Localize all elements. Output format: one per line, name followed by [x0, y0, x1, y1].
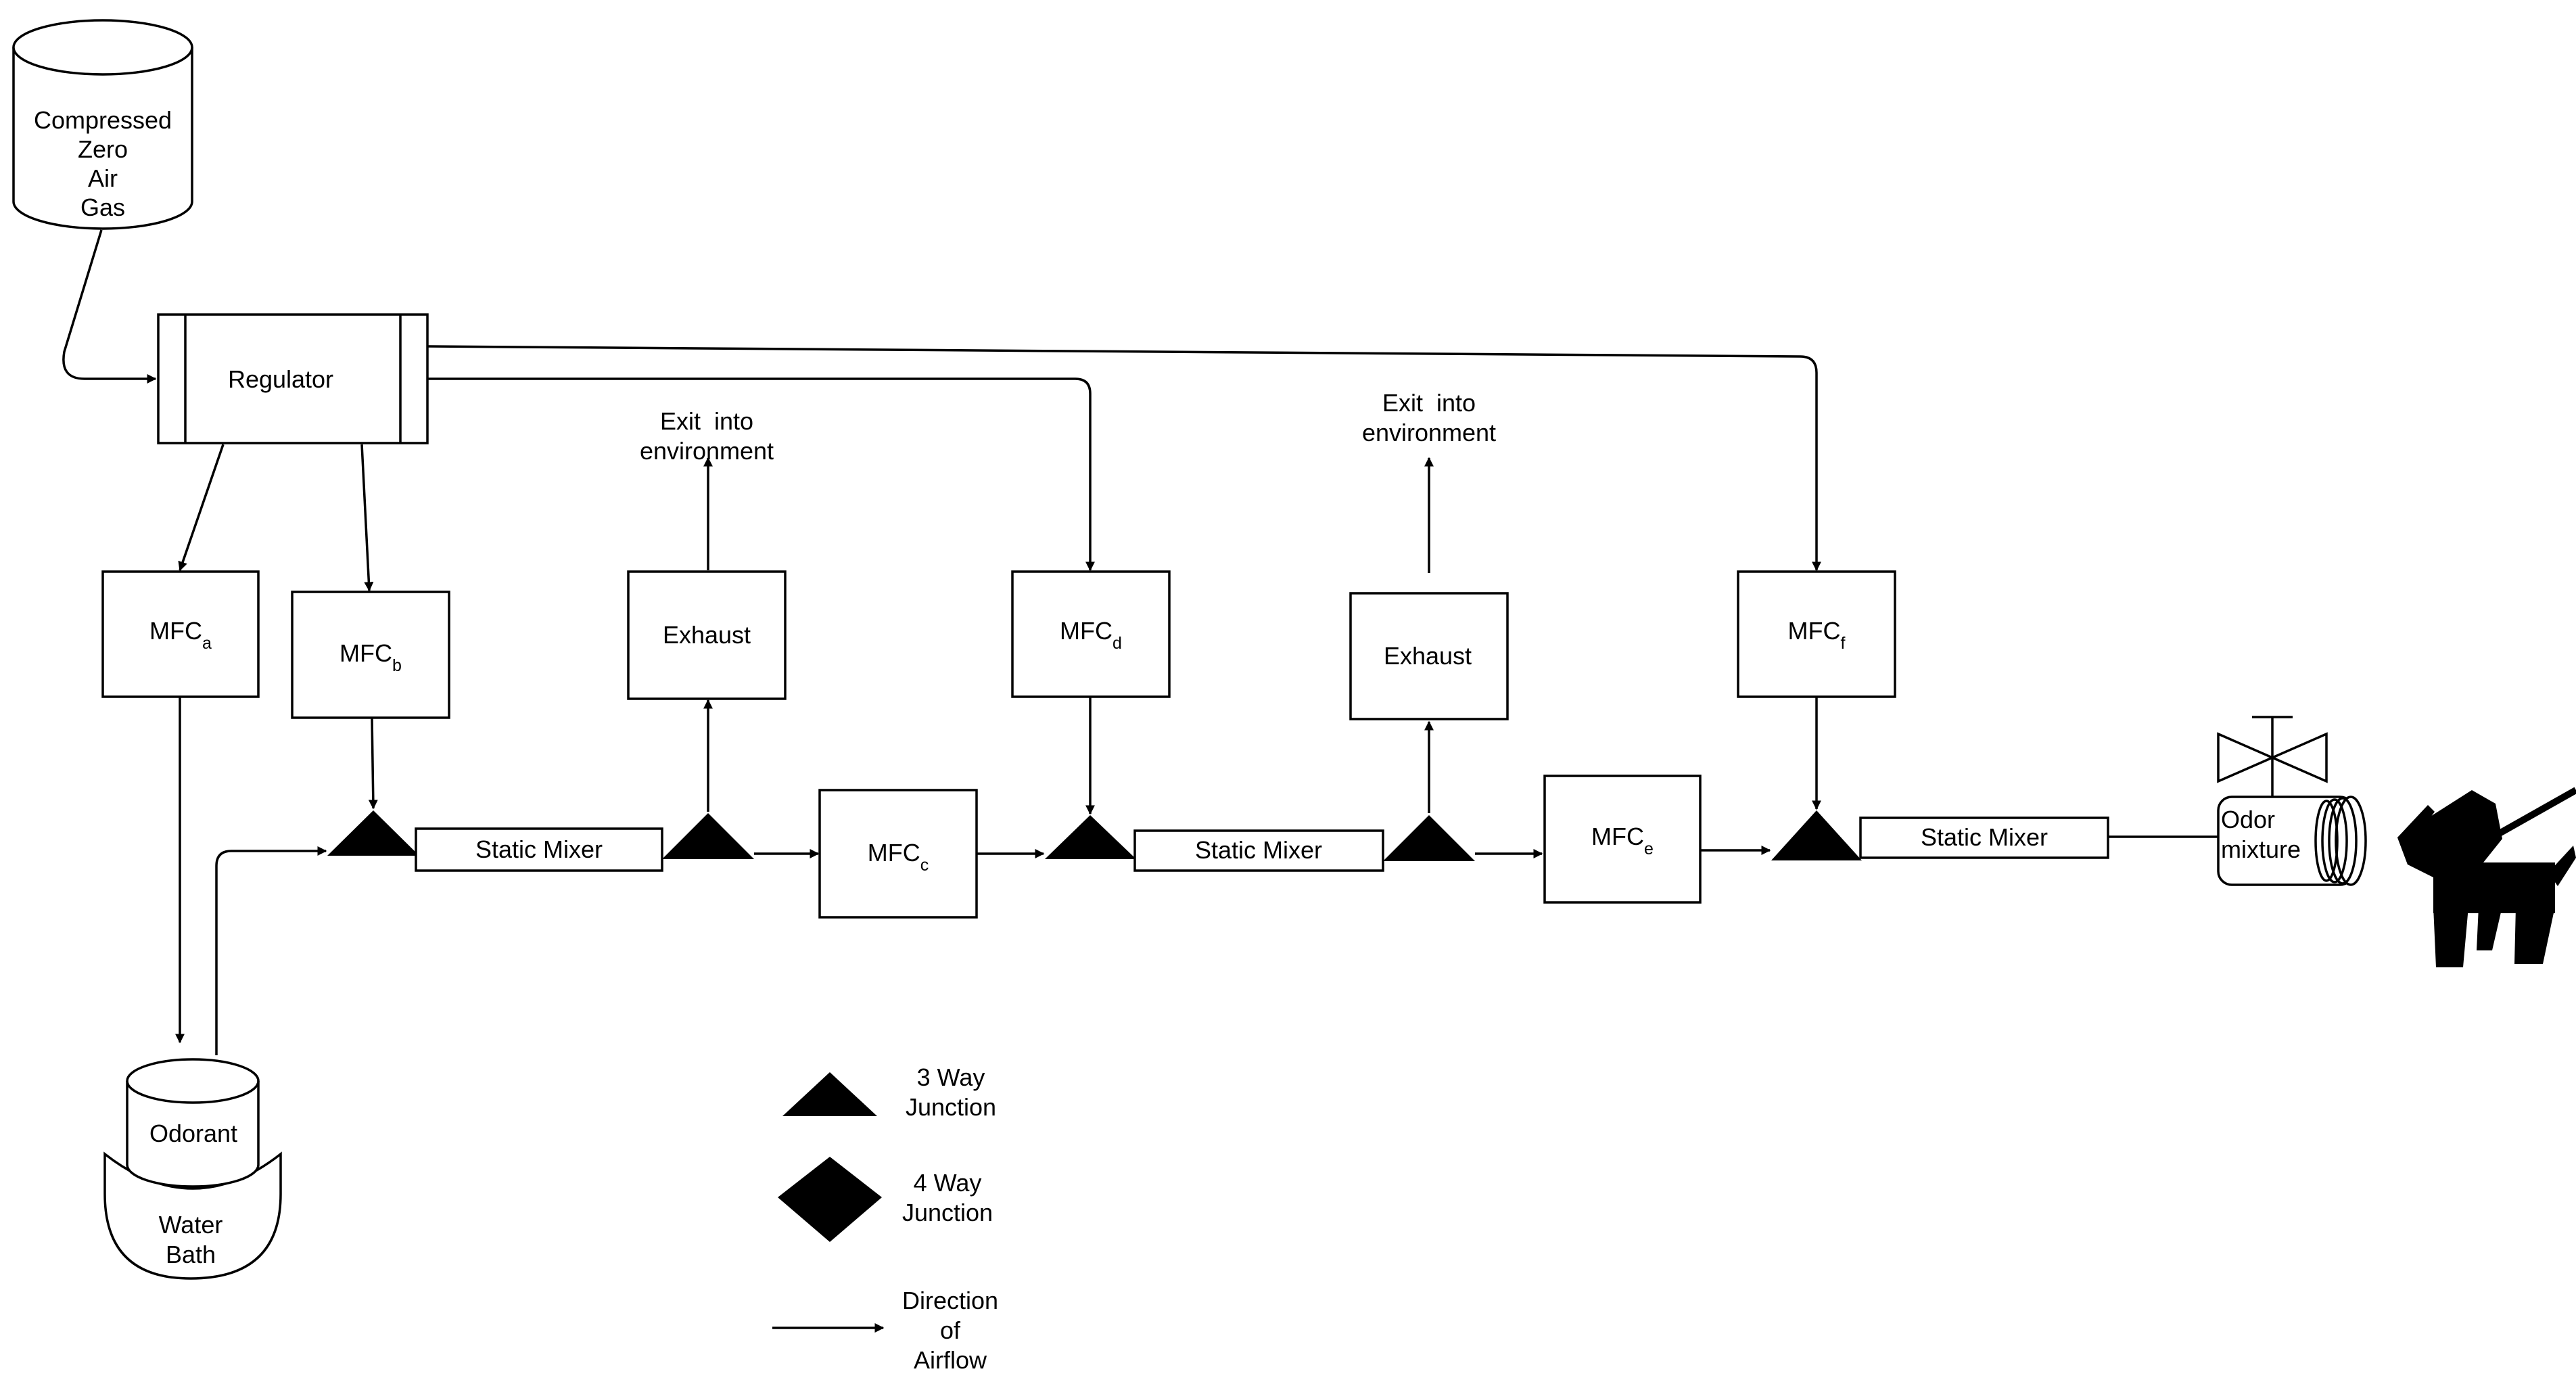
odorant-label: Odorant	[149, 1120, 237, 1147]
mfc-e-label: MFCe	[1591, 823, 1654, 858]
mfc-b-prefix: MFC	[339, 639, 392, 667]
static-mixer-2-label: Static Mixer	[1195, 836, 1322, 864]
airflow-source-to-regulator	[62, 229, 157, 384]
source-label-line-1: Compressed	[34, 106, 172, 134]
mfc-f-label: MFCf	[1788, 617, 1846, 653]
mfc-a-subscript: a	[202, 634, 212, 653]
three-way-junction-2	[662, 813, 754, 859]
exhaust-2-exit-line-2: environment	[1362, 419, 1496, 446]
mfc-a-prefix: MFC	[149, 617, 202, 645]
odor-mixture-canister: Odor mixture	[2217, 796, 2367, 886]
three-way-junction-3	[1045, 815, 1136, 859]
airflow-regulator-to-mfc-a	[178, 444, 225, 572]
three-way-junction-1	[327, 810, 419, 856]
mfc-b-label: MFCb	[339, 639, 402, 675]
dog-icon	[2397, 787, 2576, 967]
legend-three-way-line-1: 3 Way	[917, 1063, 985, 1091]
odor-mixture-label-line-1: Odor	[2221, 806, 2275, 833]
regulator: Regulator	[157, 313, 429, 444]
legend-four-way-line-2: Junction	[902, 1199, 993, 1226]
three-way-junction-5	[1771, 810, 1862, 860]
water-bath-label-line-2: Bath	[166, 1241, 216, 1268]
airflow-odorant-to-junction-1	[215, 846, 327, 1055]
water-bath	[103, 1151, 282, 1280]
compressed-gas-cylinder: Compressed Zero Air Gas	[12, 19, 193, 230]
exhaust-1-exit-line-1: Exit into	[660, 407, 753, 435]
exhaust-2-exit-line-1: Exit into	[1382, 389, 1476, 417]
static-mixer-1: Static Mixer	[415, 827, 663, 872]
static-mixer-3: Static Mixer	[1859, 816, 2109, 859]
source-label-line-2: Zero	[78, 135, 128, 163]
mfc-b-subscript: b	[392, 656, 402, 675]
static-mixer-1-label: Static Mixer	[475, 835, 603, 863]
static-mixer-2: Static Mixer	[1133, 829, 1384, 872]
flow-lines	[62, 229, 2218, 1055]
exhaust-1-exit-line-2: environment	[640, 437, 774, 465]
legend-four-way-line-1: 4 Way	[914, 1169, 982, 1197]
airflow-regulator-to-mfc-b	[360, 444, 374, 592]
legend-airflow-line-3: Airflow	[914, 1346, 987, 1374]
source-label-line-4: Gas	[80, 193, 125, 221]
airflow-mfc-b-to-junction-1	[368, 718, 378, 810]
mfc-e-subscript: e	[1644, 839, 1654, 858]
legend-three-way-line-2: Junction	[906, 1093, 996, 1121]
mfc-a-label: MFCa	[149, 617, 212, 653]
legend-three-way-junction-icon	[782, 1072, 877, 1116]
mfc-d-subscript: d	[1113, 634, 1122, 653]
source-label-line-3: Air	[88, 164, 118, 192]
exhaust-2-label: Exhaust	[1384, 642, 1472, 670]
exhaust-1-label: Exhaust	[663, 621, 751, 649]
mfc-a: MFCa	[101, 570, 260, 698]
mfc-e-prefix: MFC	[1591, 823, 1644, 850]
three-way-junction-4	[1383, 815, 1475, 861]
mfc-e: MFCe	[1543, 775, 1702, 904]
mfc-d-label: MFCd	[1060, 617, 1122, 653]
legend: 3 Way Junction 4 Way Junction Direction …	[772, 1063, 998, 1374]
valve-icon	[2217, 716, 2328, 797]
legend-airflow-line-1: Direction	[902, 1287, 998, 1314]
mfc-d-prefix: MFC	[1060, 617, 1113, 645]
exhaust-1: Exhaust Exit into environment	[627, 407, 787, 700]
mfc-c-subscript: c	[920, 856, 929, 875]
mfc-c: MFCc	[818, 789, 978, 919]
odorant-water-bath: Odorant Water Bath	[103, 1058, 282, 1280]
mfc-c-prefix: MFC	[868, 839, 920, 867]
static-mixer-3-label: Static Mixer	[1921, 823, 2048, 851]
regulator-label: Regulator	[228, 365, 333, 393]
water-bath-label-line-1: Water	[159, 1211, 223, 1239]
mfc-d: MFCd	[1011, 570, 1171, 698]
odor-mixture-label-line-2: mixture	[2221, 835, 2301, 863]
odorant-container	[126, 1081, 260, 1188]
mfc-f: MFCf	[1737, 570, 1896, 698]
mfc-f-subscript: f	[1841, 634, 1846, 653]
mfc-c-label: MFCc	[868, 839, 929, 875]
exhaust-2: Exhaust Exit into environment	[1349, 389, 1509, 720]
legend-airflow-line-2: of	[940, 1316, 961, 1344]
mfc-f-prefix: MFC	[1788, 617, 1841, 645]
airflow-regulator-to-mfc-f	[427, 345, 1821, 572]
dog-leash	[2428, 787, 2576, 876]
mfc-b: MFCb	[291, 591, 450, 719]
airflow-regulator-to-mfc-d	[427, 377, 1095, 572]
legend-four-way-junction-icon	[778, 1157, 882, 1242]
